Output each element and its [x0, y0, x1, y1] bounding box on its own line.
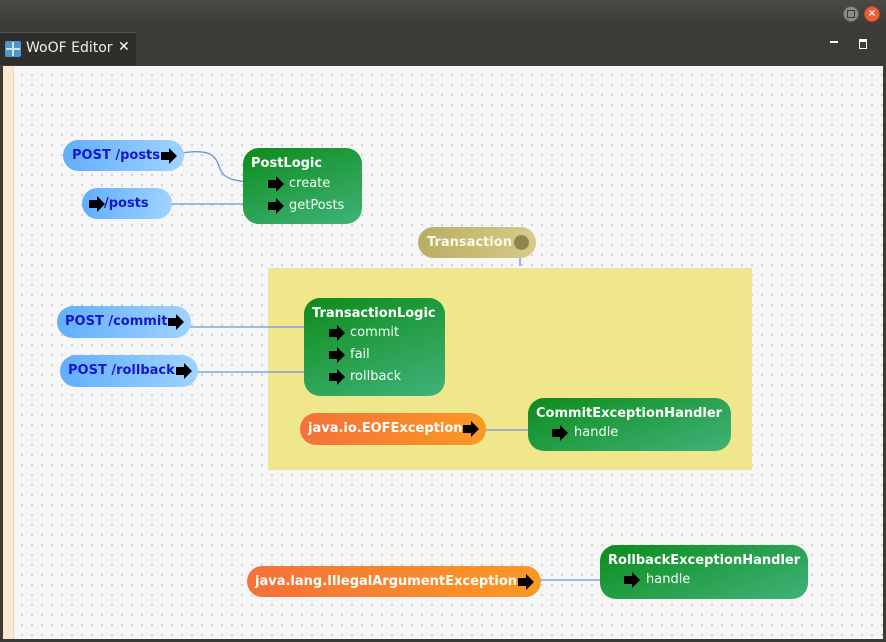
flow-arrow-icon [268, 176, 284, 192]
http-input-post-commit[interactable]: POST /commit [57, 306, 191, 338]
procedure-title: TransactionLogic [312, 306, 436, 321]
procedure-input-rollback[interactable]: rollback [350, 369, 402, 384]
tab-woof-editor[interactable]: WoOF Editor ✕ [0, 32, 136, 65]
http-input-post-posts[interactable]: POST /posts [63, 140, 184, 171]
transaction-label: Transaction [427, 235, 512, 250]
procedure-input-fail[interactable]: fail [350, 347, 370, 362]
procedure-input-commit[interactable]: commit [350, 325, 400, 340]
exception-label: java.lang.IllegalArgumentException [255, 574, 518, 589]
exception-label: java.io.EOFException [308, 421, 463, 436]
procedure-title: RollbackExceptionHandler [608, 553, 801, 568]
http-input-get-posts[interactable]: /posts [82, 188, 172, 219]
flow-arrow-icon[interactable] [161, 148, 177, 164]
wire-post-posts-to-create [180, 151, 269, 184]
maximize-window-button[interactable] [843, 6, 859, 22]
procedure-input-handle[interactable]: handle [574, 425, 619, 440]
transaction-governance[interactable]: Transaction [418, 227, 536, 258]
minimize-view-button[interactable] [830, 41, 838, 43]
procedure-transaction-logic[interactable]: TransactionLogic commit fail rollback [304, 298, 445, 396]
tab-close-icon[interactable]: ✕ [118, 39, 130, 55]
close-window-button[interactable]: × [864, 6, 880, 22]
flow-arrow-icon[interactable] [463, 421, 479, 437]
flow-arrow-icon [552, 425, 568, 441]
exception-eof[interactable]: java.io.EOFException [300, 413, 486, 445]
flow-arrow-icon [329, 347, 345, 363]
editor-tab-bar: WoOF Editor ✕ [0, 30, 886, 65]
tab-title: WoOF Editor [26, 40, 113, 56]
transaction-connector[interactable] [514, 235, 529, 250]
flow-arrow-icon [329, 325, 345, 341]
exception-illegal-argument[interactable]: java.lang.IllegalArgumentException [247, 566, 541, 597]
canvas-left-ruler [3, 66, 14, 639]
flow-arrow-icon[interactable] [168, 314, 184, 330]
procedure-input-handle[interactable]: handle [646, 572, 691, 587]
window-titlebar: × [0, 0, 886, 30]
procedure-title: PostLogic [251, 156, 323, 171]
procedure-rollback-exception-handler[interactable]: RollbackExceptionHandler handle [600, 545, 808, 599]
flow-arrow-icon [624, 572, 640, 588]
procedure-input-getposts[interactable]: getPosts [289, 198, 345, 213]
procedure-post-logic[interactable]: PostLogic create getPosts [243, 148, 362, 224]
woof-editor-icon [5, 41, 21, 57]
flow-arrow-icon [268, 198, 284, 214]
flow-arrow-icon[interactable] [518, 574, 534, 590]
flow-arrow-icon [89, 196, 105, 212]
http-input-label: POST /rollback [68, 363, 175, 378]
maximize-view-button[interactable] [859, 39, 867, 49]
http-input-post-rollback[interactable]: POST /rollback [60, 355, 198, 387]
editor-canvas[interactable]: Transaction POST /posts /posts PostLogic… [3, 66, 883, 639]
flow-arrow-icon[interactable] [176, 363, 192, 379]
procedure-commit-exception-handler[interactable]: CommitExceptionHandler handle [528, 398, 731, 451]
http-input-label: POST /posts [72, 148, 161, 163]
procedure-title: CommitExceptionHandler [536, 406, 723, 421]
http-input-label: /posts [104, 196, 149, 211]
http-input-label: POST /commit [65, 314, 168, 329]
flow-arrow-icon [329, 369, 345, 385]
procedure-input-create[interactable]: create [289, 176, 331, 191]
